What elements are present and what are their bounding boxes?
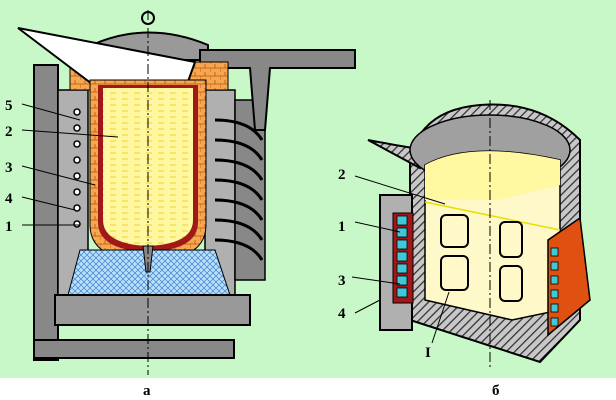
leader-lines-b xyxy=(351,175,450,344)
label-a-3: 3 xyxy=(5,160,13,176)
label-a-5: 5 xyxy=(5,98,13,114)
inductor-b-right xyxy=(547,216,591,337)
figure-b-cutaway xyxy=(351,100,591,370)
melt-surface xyxy=(425,151,560,200)
coil-turns-left xyxy=(396,215,408,298)
base-frame xyxy=(54,294,251,326)
label-b-2: 2 xyxy=(338,167,346,183)
figure-a-furnace xyxy=(17,10,356,375)
label-a-4: 4 xyxy=(5,191,13,207)
circulation-loops xyxy=(440,214,523,302)
melt-level xyxy=(424,201,561,231)
foundation xyxy=(33,339,235,359)
label-b-4: 4 xyxy=(338,306,346,322)
inductor-coil-left xyxy=(73,108,81,228)
coil-turns-right xyxy=(550,247,559,327)
caption-a: а xyxy=(143,383,151,399)
inductor-coil-right xyxy=(214,118,264,261)
label-a-2: 2 xyxy=(5,124,13,140)
label-b-3: 3 xyxy=(338,273,346,289)
leader-lines-a xyxy=(21,103,119,226)
label-a-1: 1 xyxy=(5,219,13,235)
caption-b: б xyxy=(492,383,500,399)
label-b-I: I xyxy=(425,345,431,361)
label-b-1: 1 xyxy=(338,219,346,235)
